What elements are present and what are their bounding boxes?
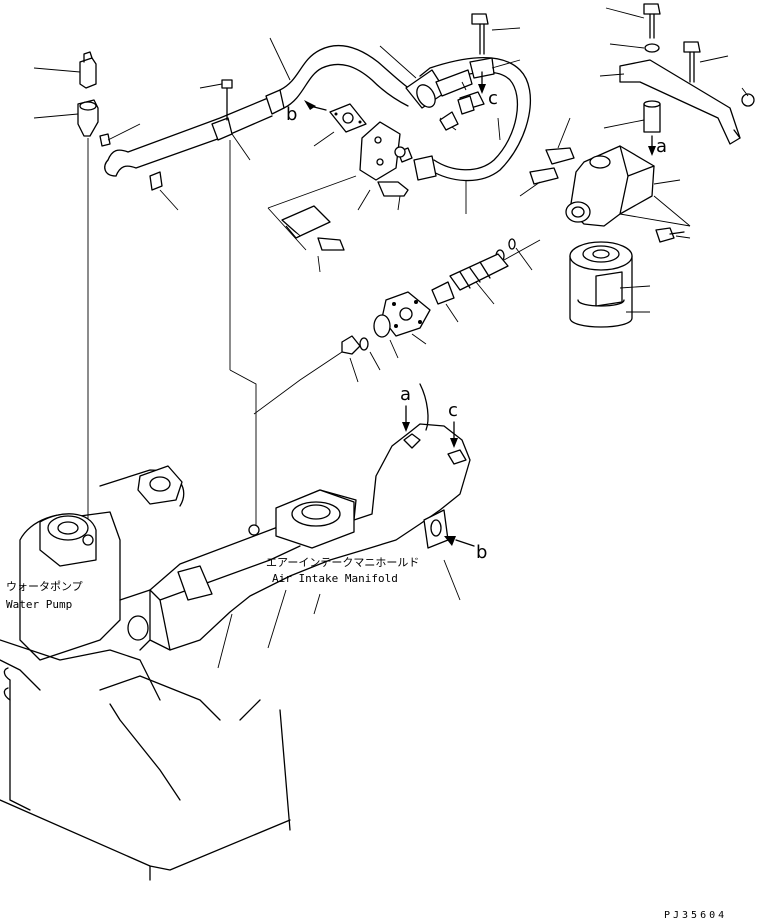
callout-b-lower-label: b: [476, 542, 487, 563]
water-pump-label-jp: ウォータポンプ: [6, 580, 83, 593]
washer-stack: [253, 291, 431, 415]
right-bracket: [599, 59, 755, 145]
flange-gasket: [313, 103, 367, 147]
relief-valve: [431, 238, 541, 323]
filter-head: [519, 117, 691, 227]
clip-parts: [394, 95, 475, 158]
top-bolt-c: c: [469, 13, 521, 109]
water-pump-fitting: [77, 51, 111, 147]
drawing-code: PJ35604: [664, 910, 727, 921]
callout-c-lower: c: [448, 400, 458, 448]
callout-a-upper: a: [648, 135, 667, 157]
filter-bolt: [655, 227, 691, 243]
manifold-label: エアーインテークマニホールド Air Intake Manifold: [266, 556, 419, 585]
tube-assembly: [104, 37, 415, 530]
water-pump-label: ウォータポンプ Water Pump: [6, 580, 83, 611]
callout-a-lower-label: a: [400, 384, 411, 405]
water-pump-label-en: Water Pump: [6, 598, 72, 611]
callout-b-upper: b: [286, 100, 327, 125]
spacer-sleeve: [603, 100, 661, 133]
callout-c-upper-label: c: [488, 88, 498, 109]
callout-b-label: b: [286, 104, 297, 125]
callout-b-lower: b: [444, 536, 487, 563]
lower-bracket-plate: [281, 205, 345, 273]
air-intake-manifold: [82, 383, 471, 669]
callout-a-upper-label: a: [656, 136, 667, 157]
leader-lines-left: [33, 67, 141, 530]
manifold-label-en: Air Intake Manifold: [272, 572, 398, 585]
callout-a-lower: a: [400, 384, 411, 432]
hose-loop: [379, 45, 532, 214]
manifold-label-jp: エアーインテークマニホールド: [266, 556, 419, 569]
engine-block: [0, 465, 291, 881]
oil-filter-cartridge: [569, 241, 651, 328]
right-bolts: [605, 3, 729, 83]
callout-c-lower-label: c: [448, 400, 458, 421]
